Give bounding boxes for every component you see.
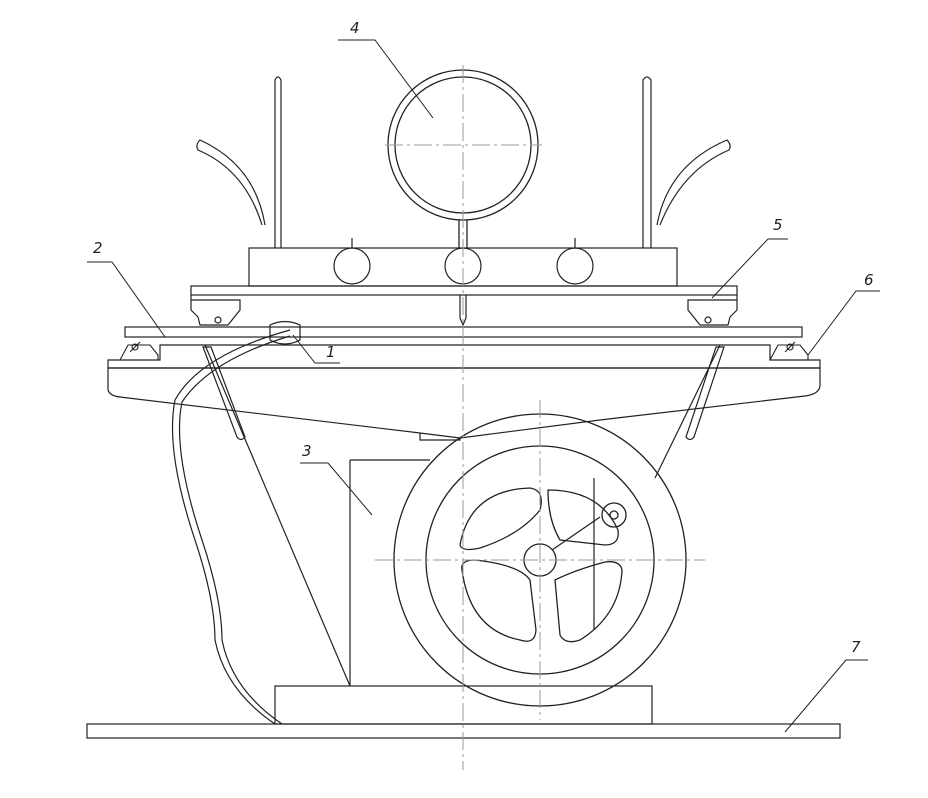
- callout-7: 7: [851, 638, 861, 656]
- lower-flange: [107, 326, 821, 369]
- callout-5: 5: [773, 216, 783, 234]
- callout-3: 3: [302, 442, 312, 460]
- support-column: [349, 459, 595, 686]
- callout-1: 1: [326, 343, 336, 361]
- clamp-right: [769, 341, 809, 361]
- left-rod-handle: [196, 76, 282, 248]
- guide-bars: [202, 346, 725, 441]
- right-rod-handle: [642, 76, 731, 248]
- center-lines: [375, 65, 705, 770]
- leader-lines: [87, 39, 880, 733]
- callout-2: 2: [93, 239, 103, 257]
- clamp-left: [119, 341, 159, 361]
- upper-plate: [190, 285, 738, 326]
- callout-6: 6: [864, 271, 874, 289]
- cable: [171, 320, 301, 725]
- callout-4: 4: [350, 19, 360, 37]
